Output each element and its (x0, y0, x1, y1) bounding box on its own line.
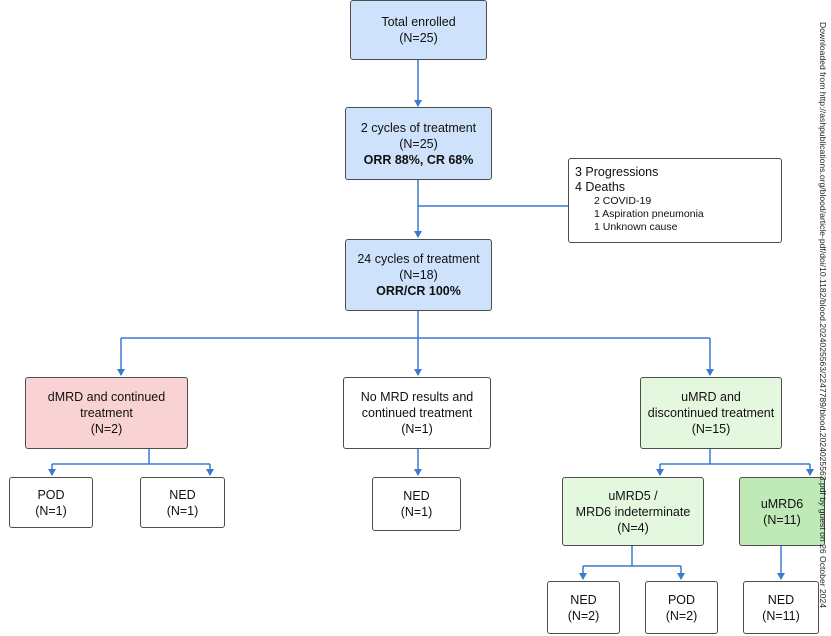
two-cycles-label: 2 cycles of treatment (360, 120, 477, 135)
twentyfour-cycles-box: 24 cycles of treatment (N=18) ORR/CR 100… (345, 239, 492, 311)
total-enrolled-label: Total enrolled (381, 15, 456, 29)
no-mrd-line2: continued treatment (361, 406, 473, 420)
umrd5-ned-box: NED (N=2) (547, 581, 620, 634)
no-mrd-ned-count: (N=1) (400, 505, 433, 519)
no-mrd-ned-box: NED (N=1) (372, 477, 461, 531)
total-enrolled-count: (N=25) (399, 31, 438, 45)
twentyfour-cycles-count: (N=18) (399, 268, 438, 282)
dmrd-pod-count: (N=1) (35, 503, 67, 518)
download-watermark-text: Downloaded from http://ashpublications.o… (818, 22, 828, 609)
two-cycles-count: (N=25) (399, 136, 438, 151)
dmrd-ned-count: (N=1) (166, 503, 199, 518)
umrd-count: (N=15) (691, 422, 731, 436)
no-mrd-count: (N=1) (401, 422, 433, 436)
dmrd-line1: dMRD and continued (47, 390, 166, 404)
download-watermark: Downloaded from http://ashpublications.o… (816, 22, 830, 614)
dmrd-ned-label: NED (169, 487, 196, 502)
twentyfour-cycles-response: ORR/CR 100% (376, 284, 461, 298)
covid-deaths-text: 2 COVID-19 (594, 195, 652, 207)
umrd6-label: uMRD6 (760, 496, 804, 511)
umrd-box: uMRD and discontinued treatment (N=15) (640, 377, 782, 449)
umrd6-ned-count: (N=11) (762, 608, 800, 623)
two-cycles-box: 2 cycles of treatment (N=25) ORR 88%, CR… (345, 107, 492, 180)
progressions-text: 3 Progressions (575, 165, 659, 179)
dmrd-count: (N=2) (90, 422, 123, 436)
umrd5-count: (N=4) (617, 520, 649, 535)
dmrd-ned-box: NED (N=1) (140, 477, 225, 528)
twentyfour-cycles-label: 24 cycles of treatment (357, 252, 480, 266)
umrd5-ned-label: NED (570, 592, 597, 607)
no-mrd-box: No MRD results and continued treatment (… (343, 377, 491, 449)
umrd6-box: uMRD6 (N=11) (739, 477, 825, 546)
no-mrd-line1: No MRD results and (360, 390, 474, 404)
umrd5-ned-count: (N=2) (567, 608, 600, 623)
unknown-deaths-text: 1 Unknown cause (594, 221, 678, 233)
dmrd-line2: treatment (80, 406, 133, 420)
deaths-text: 4 Deaths (575, 180, 626, 194)
total-enrolled-box: Total enrolled (N=25) (350, 0, 487, 60)
umrd5-line2: MRD6 indeterminate (575, 504, 691, 519)
umrd6-ned-label: NED (767, 592, 795, 607)
umrd5-pod-count: (N=2) (665, 608, 698, 623)
umrd5-box: uMRD5 / MRD6 indeterminate (N=4) (562, 477, 704, 546)
umrd5-pod-box: POD (N=2) (645, 581, 718, 634)
umrd6-count: (N=11) (763, 512, 801, 527)
two-cycles-response: ORR 88%, CR 68% (363, 152, 474, 167)
no-mrd-ned-label: NED (403, 489, 430, 503)
dmrd-pod-box: POD (N=1) (9, 477, 93, 528)
umrd-line1: uMRD and (681, 390, 741, 404)
umrd6-ned-box: NED (N=11) (743, 581, 819, 634)
dmrd-pod-label: POD (37, 487, 65, 502)
dmrd-box: dMRD and continued treatment (N=2) (25, 377, 188, 449)
exclusion-box: 3 Progressions 4 Deaths 2 COVID-19 1 Asp… (568, 158, 782, 243)
aspiration-deaths-text: 1 Aspiration pneumonia (594, 208, 704, 220)
umrd5-line1: uMRD5 / (608, 488, 658, 503)
umrd5-pod-label: POD (667, 592, 696, 607)
umrd-line2: discontinued treatment (647, 406, 775, 420)
